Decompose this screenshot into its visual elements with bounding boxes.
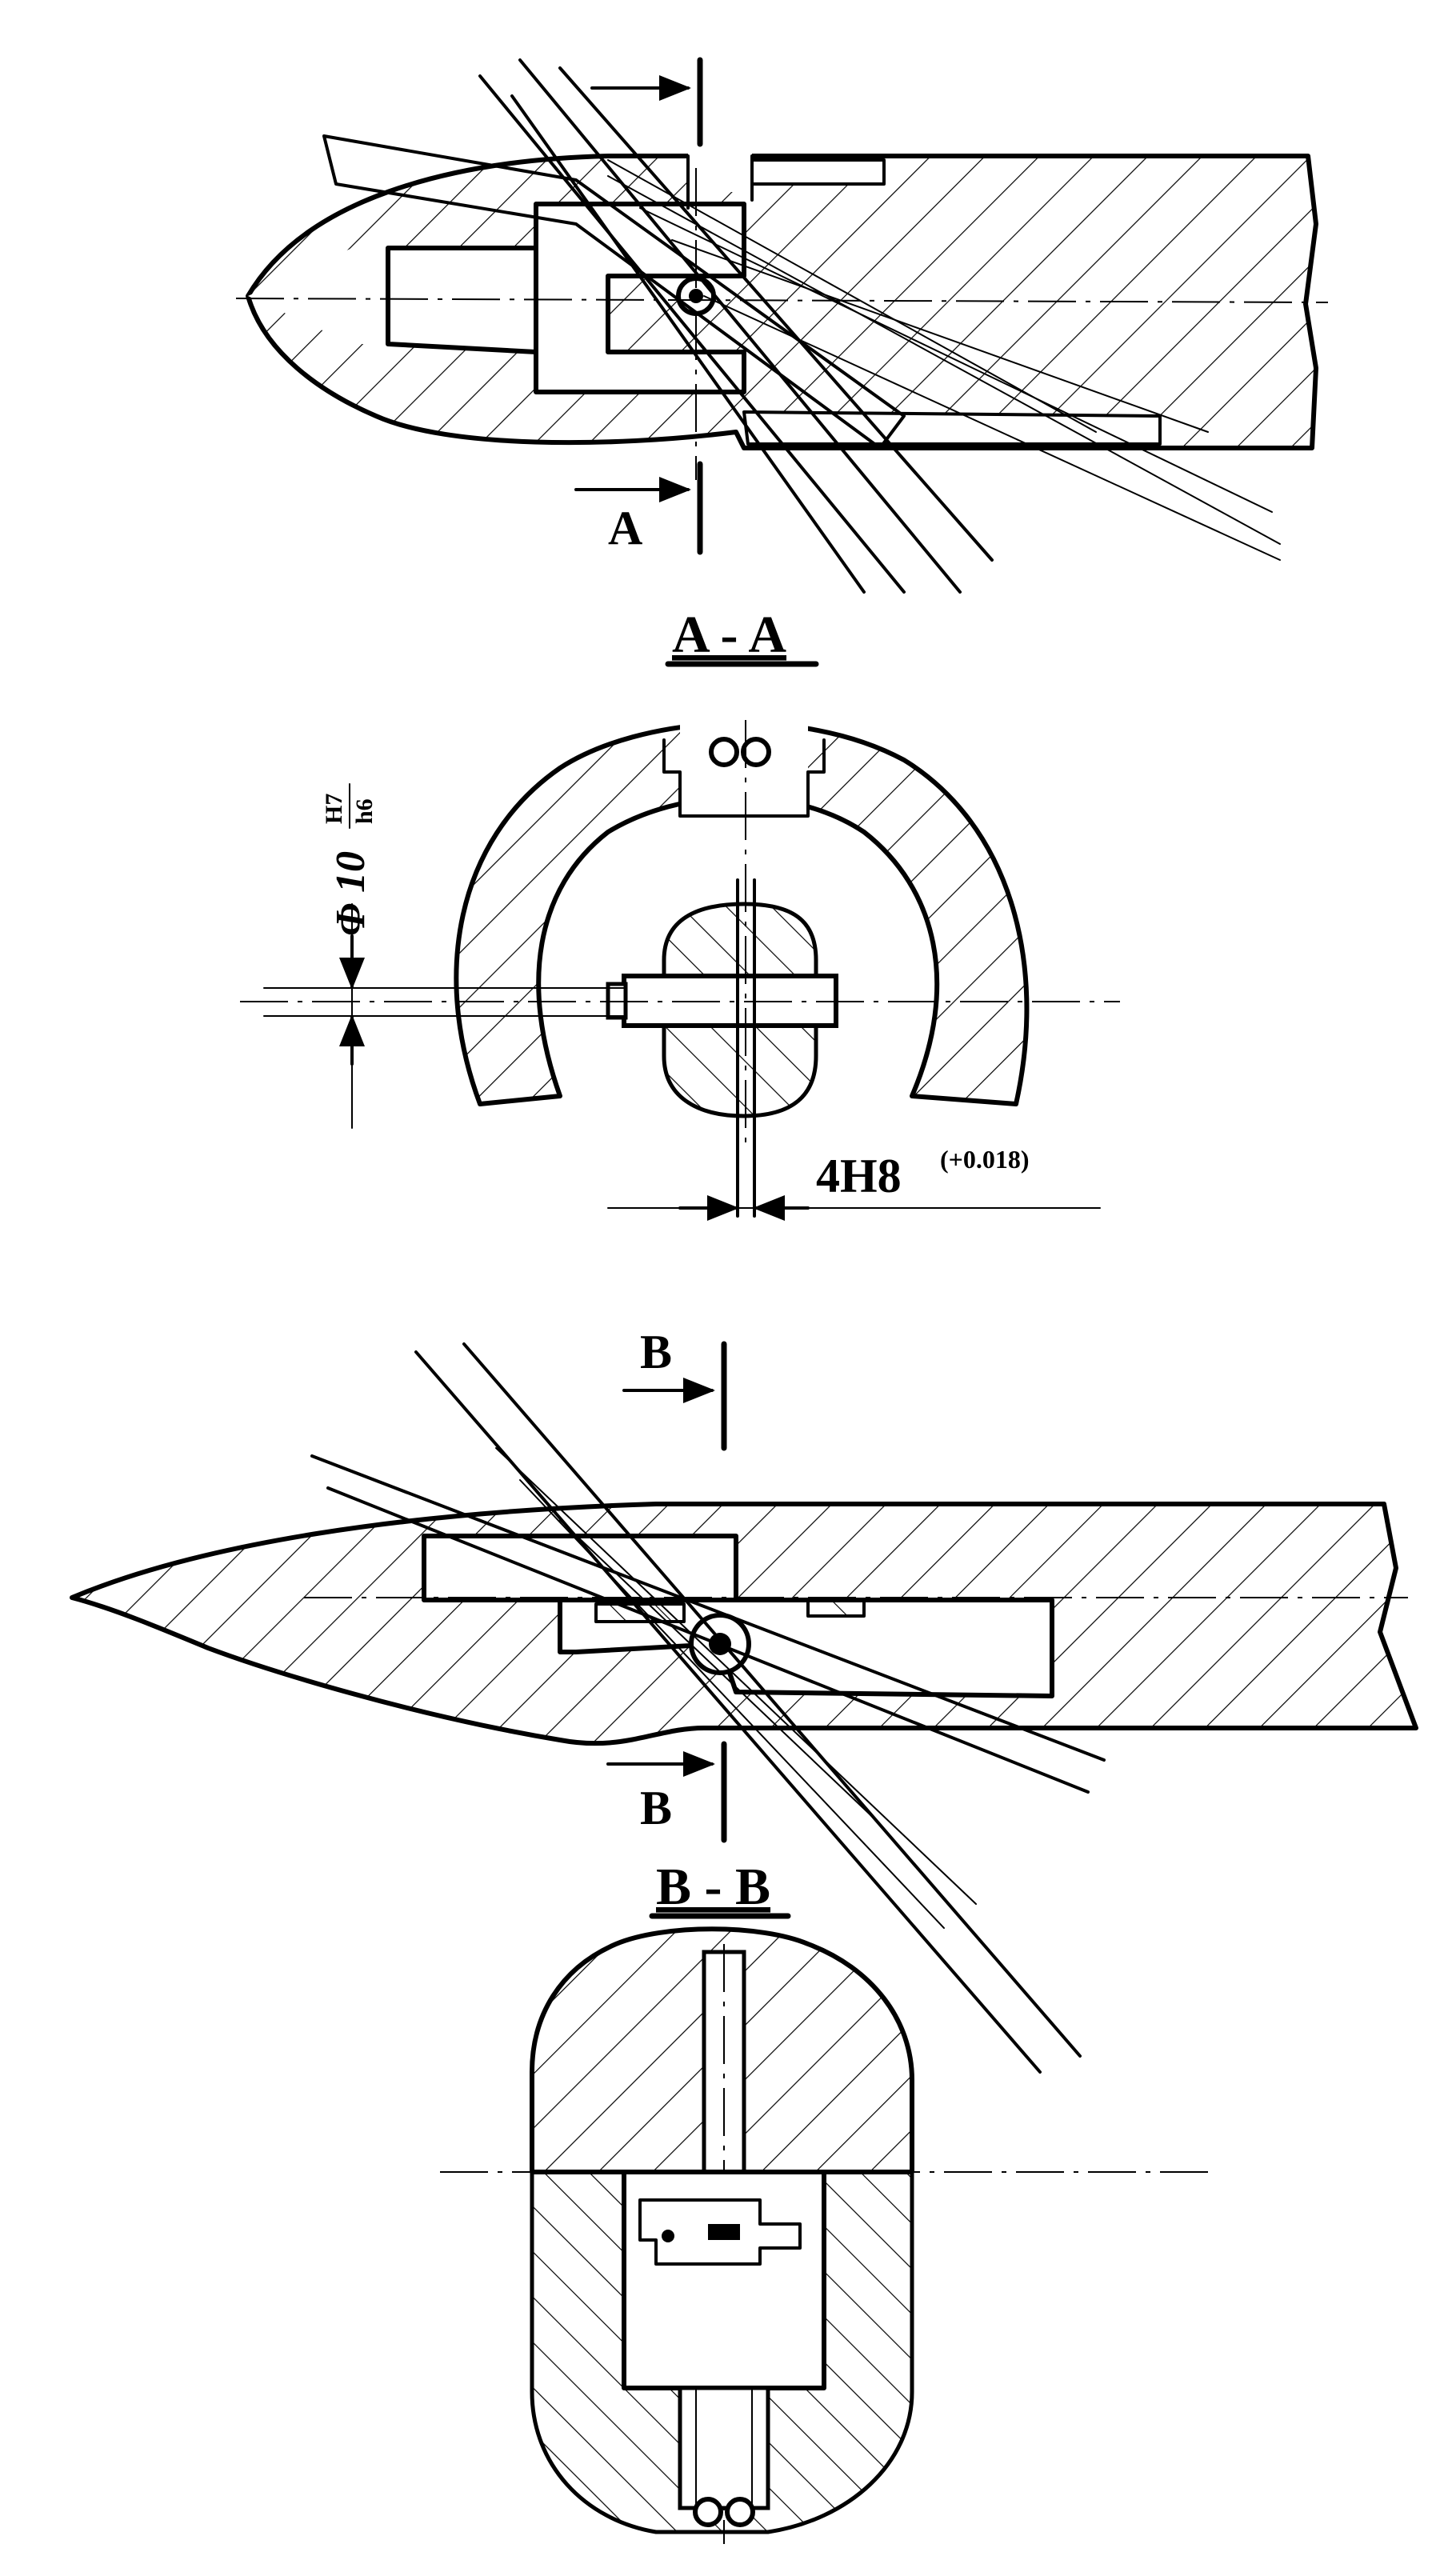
view-a-window	[742, 158, 886, 186]
section-a-a: A - A Φ 10 H7 h6	[240, 606, 1120, 1221]
view-a-arrow-label: A	[608, 502, 642, 554]
view-a-lower-window	[742, 410, 1162, 446]
view-a-assembly: A	[235, 57, 1329, 594]
view-b-arrow-bottom-label: B	[640, 1782, 672, 1834]
fit-tolerance-shaft: h6	[351, 798, 378, 824]
section-a-title: A - A	[672, 606, 786, 664]
view-b-blades	[310, 1342, 1106, 2074]
fit-dimension-symbol: Φ 10	[328, 851, 374, 936]
section-a-hub	[662, 902, 818, 982]
slot-tolerance: (+0.018)	[940, 1145, 1030, 1174]
slot-dimension: 4H8	[816, 1150, 902, 1202]
section-b-cavity	[622, 2170, 826, 2390]
section-a-outer-ring	[454, 720, 1030, 1106]
view-a-slot	[534, 202, 746, 394]
view-a-blades	[322, 58, 1281, 594]
section-b-b: B - B	[440, 1858, 1208, 2544]
view-a-cavity-tip	[248, 248, 388, 344]
view-b-arrow-top-label: B	[640, 1326, 672, 1378]
section-b-title: B - B	[656, 1858, 770, 1916]
fit-tolerance-hole: H7	[321, 794, 347, 824]
view-b-assembly: B B	[70, 1326, 1418, 2074]
